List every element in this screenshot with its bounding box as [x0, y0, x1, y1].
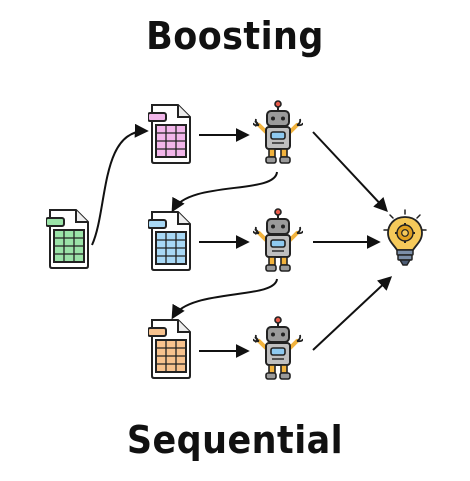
robot-model-2-icon — [253, 208, 303, 273]
lightbulb-icon — [383, 209, 427, 266]
diagram-title: Boosting — [146, 14, 324, 58]
diagram-subtitle: Sequential — [126, 418, 344, 462]
arrow-robot-3-to-bulb — [312, 276, 393, 351]
dataset-sample-3-icon — [148, 319, 191, 379]
arrow-robot-2-to-sample-3 — [171, 278, 278, 320]
arrow-robot-1-to-bulb — [312, 131, 388, 213]
dataset-sample-2-icon — [148, 211, 191, 271]
dataset-full-icon — [46, 209, 89, 269]
robot-model-3-icon — [253, 316, 303, 381]
dataset-sample-1-icon — [148, 104, 191, 164]
arrow-robot-1-to-sample-2 — [171, 171, 278, 213]
arrow-full-to-sample-1 — [91, 123, 149, 246]
robot-model-1-icon — [253, 100, 303, 165]
